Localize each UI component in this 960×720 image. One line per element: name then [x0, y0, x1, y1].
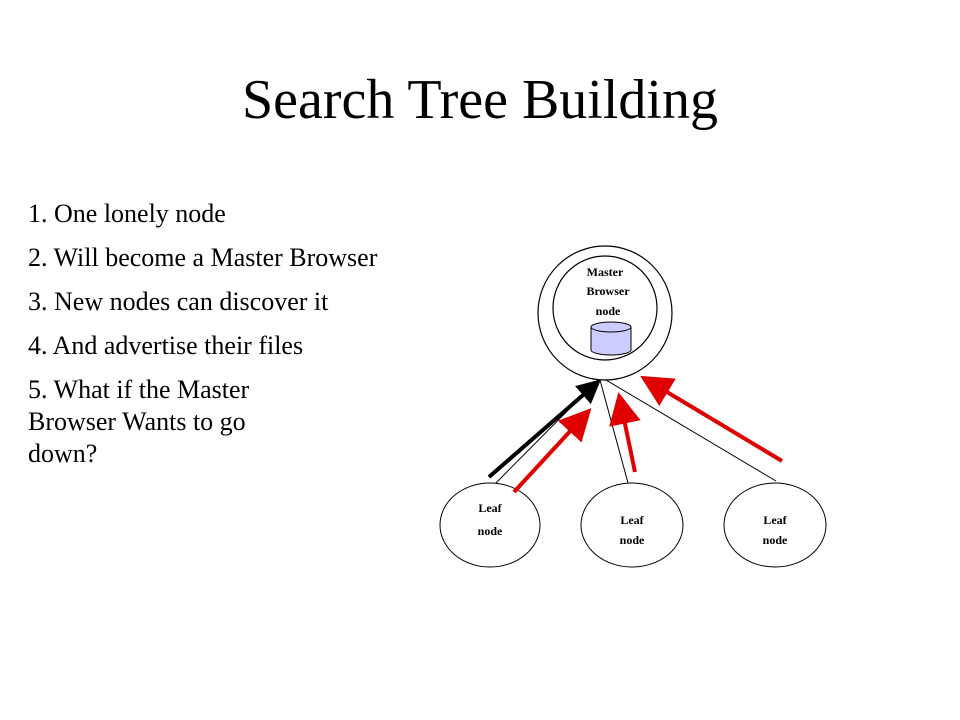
master-label-line3: node — [596, 304, 621, 318]
discover-arrow — [487, 379, 602, 479]
advertise-arrow-leaf-2 — [609, 392, 641, 473]
bullet-item-1: 1. One lonely node — [28, 199, 226, 228]
leaf-2-label-line1: Leaf — [620, 513, 644, 527]
master-browser-node: Master Browser node — [537, 245, 673, 381]
link-leaf-2 — [599, 379, 629, 484]
master-label-line2: Browser — [586, 284, 630, 298]
leaf-node-3: Leaf node — [723, 482, 827, 568]
leaf-1-label-line1: Leaf — [478, 501, 502, 515]
master-label-line1: Master — [587, 265, 624, 279]
leaf-2-label-line2: node — [620, 533, 645, 547]
database-icon — [590, 321, 632, 356]
leaf-node-1: Leaf node — [439, 482, 541, 568]
leaf-3-label-line2: node — [763, 533, 788, 547]
advertise-arrow-leaf-1 — [512, 408, 592, 494]
leaf-node-2: Leaf node — [580, 482, 684, 568]
bullet-item-2: 2. Will become a Master Browser — [28, 243, 378, 272]
leaf-3-label-line1: Leaf — [763, 513, 787, 527]
bullet-item-4: 4. And advertise their files — [28, 331, 304, 360]
slide-title: Search Tree Building — [242, 69, 718, 131]
link-leaf-3 — [605, 379, 777, 482]
advertise-arrow-leaf-3 — [640, 375, 784, 463]
bullet-item-5: 5. What if the Master Browser Wants to g… — [28, 375, 250, 468]
leaf-1-label-line2: node — [478, 524, 503, 538]
bullet-list: 1. One lonely node 2. Will become a Mast… — [28, 198, 468, 482]
bullet-item-3: 3. New nodes can discover it — [28, 287, 329, 316]
